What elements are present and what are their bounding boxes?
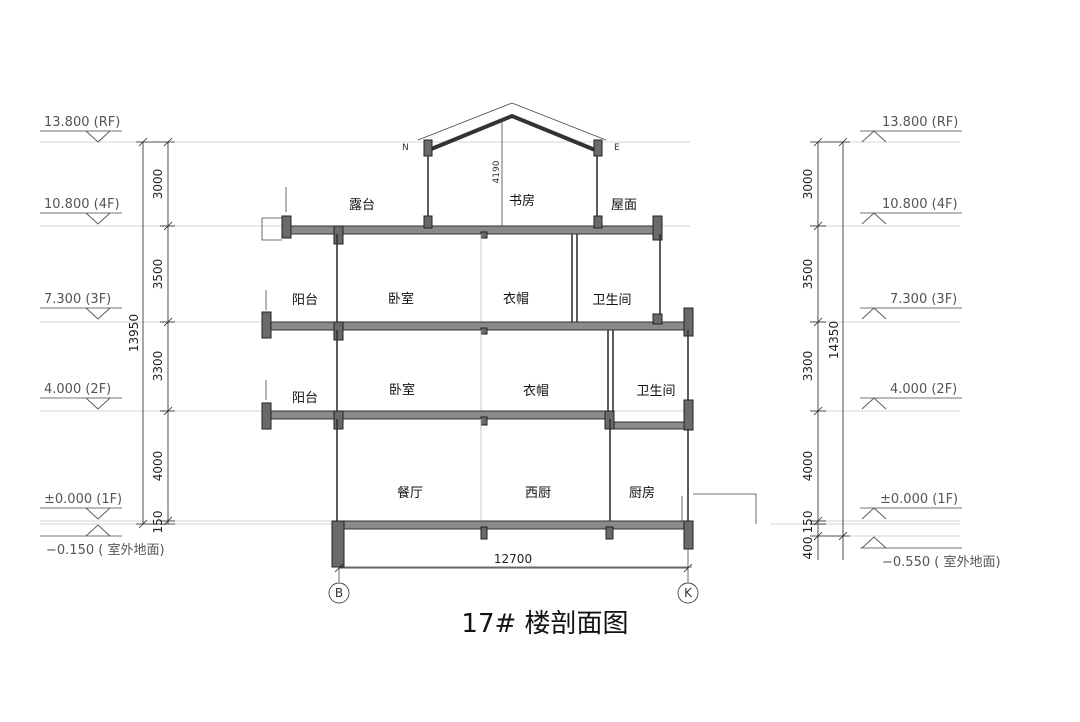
axis-bubble-b: B [328, 582, 350, 604]
level-mark-left-3f: 7.300 (3F) [40, 292, 122, 320]
svg-text:N: N [402, 143, 409, 153]
level-label-right-rf: 13.800 (RF) [882, 115, 958, 130]
level-mark-right-rf: 13.800 (RF) [860, 115, 962, 143]
dim-right-segment-1: 3000 [801, 169, 815, 200]
level-label-left-rf: 13.800 (RF) [44, 115, 120, 130]
study-height-dim: 4190 [492, 160, 502, 183]
dim-left-total: 13950 [127, 314, 141, 352]
axis-label-b: B [335, 586, 343, 600]
level-mark-right-3f: 7.300 (3F) [860, 292, 962, 320]
room-label-western-kitchen: 西厨 [525, 486, 551, 501]
dim-left-segment-5: 150 [151, 511, 165, 534]
width-dimension: 12700 [334, 552, 693, 573]
level-label-right-ground: −0.550 ( 室外地面) [882, 554, 1001, 570]
level-label-right-4f: 10.800 (4F) [882, 197, 958, 212]
level-mark-left-1f: ±0.000 (1F) [40, 492, 122, 520]
level-mark-right-4f: 10.800 (4F) [860, 197, 962, 225]
drawing-title: 17# 楼剖面图 [461, 609, 628, 639]
dim-right-total: 14350 [827, 321, 841, 359]
room-label-3f-balcony: 阳台 [292, 293, 318, 308]
level-mark-right-1f: ±0.000 (1F) [860, 492, 962, 520]
room-label-2f-bedroom: 卧室 [389, 382, 415, 398]
room-label-2f-bath: 卫生间 [636, 384, 675, 399]
room-label-dining: 餐厅 [397, 485, 423, 501]
level-label-left-ground: −0.150 ( 室外地面) [46, 542, 165, 558]
level-marks-left: 13.800 (RF) 10.800 (4F) 7.300 (3F) 4.000… [40, 115, 165, 558]
dim-left-segment-3: 3300 [151, 351, 165, 382]
room-label-2f-balcony: 阳台 [292, 391, 318, 406]
svg-text:E: E [614, 143, 620, 153]
room-label-roof: 屋面 [611, 198, 637, 213]
room-label-3f-bath: 卫生间 [592, 293, 631, 308]
level-marks-right: 13.800 (RF) 10.800 (4F) 7.300 (3F) 4.000… [860, 115, 1001, 570]
level-label-left-1f: ±0.000 (1F) [44, 492, 122, 507]
level-mark-left-4f: 10.800 (4F) [40, 197, 122, 225]
level-label-left-4f: 10.800 (4F) [44, 197, 120, 212]
level-mark-left-rf: 13.800 (RF) [40, 115, 122, 143]
dimension-chain-left: 3000 3500 3300 4000 150 13950 [127, 137, 175, 534]
level-mark-left-2f: 4.000 (2F) [40, 382, 122, 410]
level-label-left-3f: 7.300 (3F) [44, 292, 111, 307]
axis-label-k: K [684, 586, 693, 600]
dim-left-segment-2: 3500 [151, 259, 165, 290]
axis-bubble-k: K [677, 582, 699, 604]
room-label-study: 书房 [509, 193, 535, 209]
dim-right-segment-6: 400 [801, 537, 815, 560]
dim-right-segment-2: 3500 [801, 259, 815, 290]
dim-right-segment-5: 150 [801, 511, 815, 534]
level-mark-left-ground: −0.150 ( 室外地面) [40, 524, 165, 558]
level-label-right-3f: 7.300 (3F) [890, 292, 957, 307]
room-label-terrace: 露台 [349, 198, 375, 213]
width-dim-label: 12700 [494, 552, 532, 566]
level-reference-lines [40, 141, 960, 537]
level-mark-right-2f: 4.000 (2F) [860, 382, 962, 410]
room-label-3f-bedroom: 卧室 [388, 291, 414, 307]
level-mark-right-ground: −0.550 ( 室外地面) [860, 536, 1001, 570]
dim-left-segment-4: 4000 [151, 451, 165, 482]
room-labels: 露台 书房 屋面 阳台 卧室 衣帽 卫生间 阳台 卧室 衣帽 卫生间 餐厅 西厨… [292, 193, 676, 501]
dim-left-segment-1: 3000 [151, 169, 165, 200]
level-label-right-1f: ±0.000 (1F) [880, 492, 958, 507]
dim-right-segment-4: 4000 [801, 451, 815, 482]
dimension-chain-right: 3000 3500 3300 4000 150 400 14350 [801, 137, 850, 560]
level-label-right-2f: 4.000 (2F) [890, 382, 957, 397]
room-label-3f-closet: 衣帽 [503, 291, 529, 307]
dim-right-segment-3: 3300 [801, 351, 815, 382]
building-section: N E 4190 [261, 102, 757, 582]
level-label-left-2f: 4.000 (2F) [44, 382, 111, 397]
room-label-2f-closet: 衣帽 [523, 383, 549, 399]
room-label-kitchen: 厨房 [629, 485, 655, 501]
